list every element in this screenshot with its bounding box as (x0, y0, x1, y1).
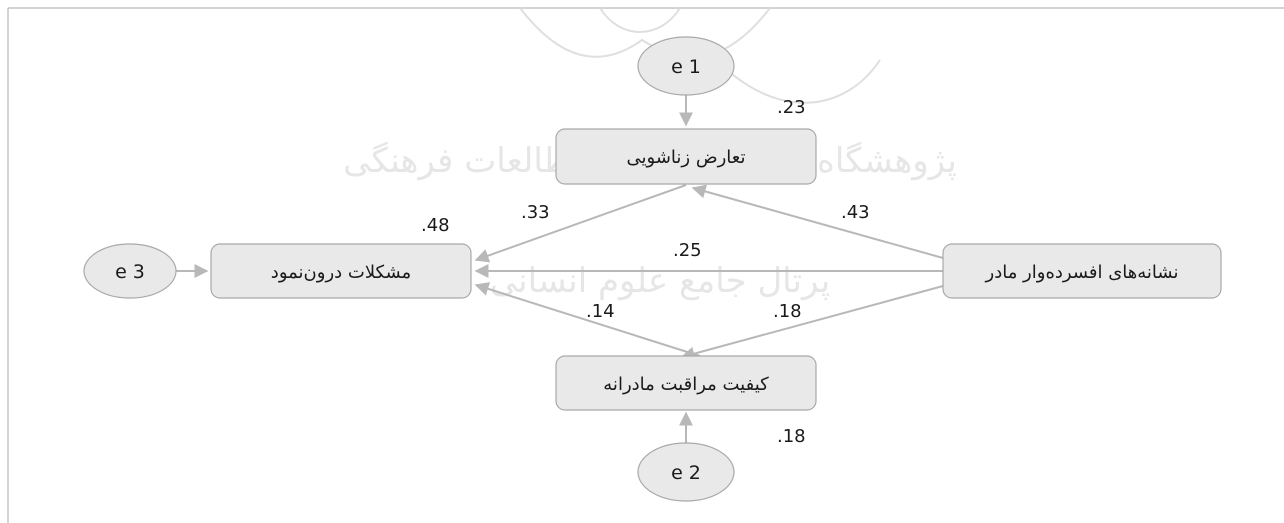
node-maternal-depression-label: نشانه‌های افسرده‌وار مادر (985, 262, 1179, 283)
error-e3 (83, 243, 177, 299)
coef-care-to-internalizing: .14 (586, 301, 615, 322)
coef-depression-to-internalizing: .25 (673, 240, 702, 261)
r2-maternal-care-quality: .18 (777, 426, 806, 447)
arrow-depression-to-care (680, 285, 944, 361)
arrow-depression-to-conflict (691, 184, 944, 259)
arrow-conflict-to-internalizing (474, 184, 687, 263)
node-internalizing-problems (210, 243, 472, 299)
error-e2 (637, 442, 735, 502)
arrow-care-to-internalizing (474, 282, 701, 357)
node-maternal-care-quality (555, 355, 817, 411)
node-marital-conflict (555, 128, 817, 185)
coef-conflict-to-internalizing: .33 (521, 202, 550, 223)
node-maternal-depression (942, 243, 1222, 299)
node-marital-conflict-label: تعارض زناشویی (627, 147, 746, 168)
node-internalizing-problems-label: مشکلات درون‌نمود (271, 262, 411, 283)
r2-marital-conflict: .23 (777, 97, 806, 118)
watermark-line2: پرتال جامع علوم انسانی (490, 261, 830, 301)
error-e1-label: e 1 (671, 56, 701, 78)
error-e2-label: e 2 (671, 462, 701, 484)
r2-internalizing-problems: .48 (421, 215, 450, 236)
coef-depression-to-care: .18 (773, 301, 802, 322)
error-e1 (637, 36, 735, 96)
node-maternal-care-quality-label: کیفیت مراقبت مادرانه (603, 374, 769, 395)
coef-depression-to-conflict: .43 (841, 202, 870, 223)
error-e3-label: e 3 (115, 261, 145, 283)
